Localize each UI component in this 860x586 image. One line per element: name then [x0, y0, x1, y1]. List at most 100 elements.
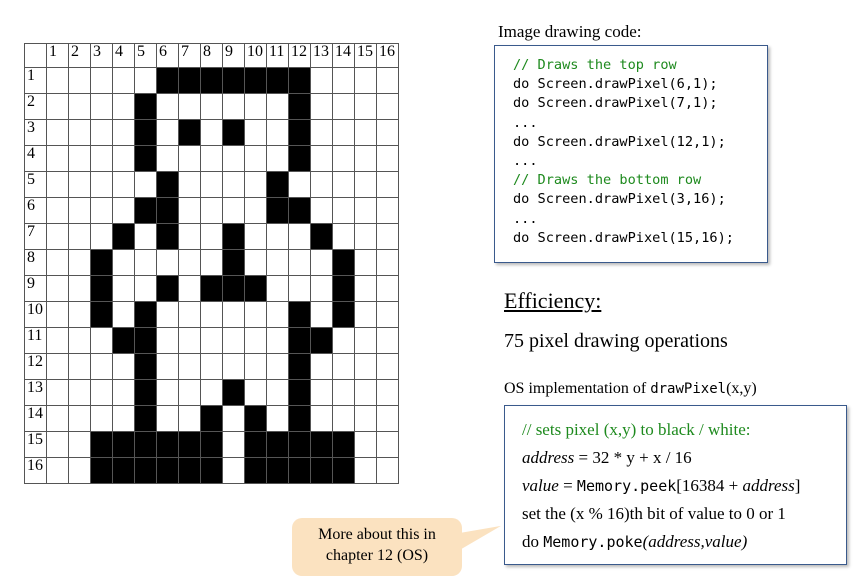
- column-header: 3: [90, 43, 113, 68]
- pixel-white: [354, 353, 377, 380]
- pixel-white: [222, 145, 245, 172]
- pixel-white: [46, 301, 69, 328]
- pixel-white: [200, 93, 223, 120]
- pixel-black: [310, 457, 333, 484]
- memory-peek-call: Memory.peek: [576, 477, 677, 495]
- pixel-white: [178, 327, 201, 354]
- pixel-white: [376, 353, 399, 380]
- pixel-white: [200, 327, 223, 354]
- pixel-white: [178, 171, 201, 198]
- pixel-black: [112, 457, 135, 484]
- pixel-white: [354, 223, 377, 250]
- pixel-white: [68, 379, 91, 406]
- pixel-black: [288, 301, 311, 328]
- pixel-white: [134, 223, 157, 250]
- column-header: 8: [200, 43, 223, 68]
- chapter-callout: More about this in chapter 12 (OS): [292, 518, 462, 576]
- pixel-black: [200, 457, 223, 484]
- pixel-white: [376, 67, 399, 94]
- pixel-black: [134, 93, 157, 120]
- row-header: 2: [24, 93, 47, 120]
- row-header: 7: [24, 223, 47, 250]
- pixel-white: [310, 379, 333, 406]
- pixel-black: [156, 223, 179, 250]
- pixel-white: [178, 93, 201, 120]
- pixel-white: [310, 275, 333, 302]
- os-label-func: drawPixel: [650, 381, 727, 397]
- pixel-white: [200, 119, 223, 146]
- pixel-white: [46, 67, 69, 94]
- pixel-white: [376, 145, 399, 172]
- pixel-white: [222, 405, 245, 432]
- pixel-white: [354, 275, 377, 302]
- pixel-white: [112, 405, 135, 432]
- pixel-white: [266, 275, 289, 302]
- pixel-black: [134, 353, 157, 380]
- pixel-white: [134, 275, 157, 302]
- pixel-black: [90, 457, 113, 484]
- os-value-line: value = Memory.peek[16384 + address]: [522, 472, 846, 500]
- pixel-white: [68, 93, 91, 120]
- pixel-white: [178, 275, 201, 302]
- pixel-white: [178, 379, 201, 406]
- pixel-white: [156, 379, 179, 406]
- pixel-black: [244, 431, 267, 458]
- pixel-black: [288, 431, 311, 458]
- pixel-black: [90, 431, 113, 458]
- pixel-white: [354, 249, 377, 276]
- row-header: 16: [24, 457, 47, 484]
- memory-poke-call: Memory.poke: [543, 533, 643, 551]
- pixel-white: [90, 327, 113, 354]
- code-line: ...: [513, 152, 538, 169]
- pixel-white: [156, 119, 179, 146]
- pixel-white: [200, 301, 223, 328]
- pixel-black: [288, 379, 311, 406]
- pixel-white: [90, 119, 113, 146]
- value-arg: [16384 +: [676, 476, 743, 495]
- pixel-white: [222, 301, 245, 328]
- pixel-white: [90, 197, 113, 224]
- code-line: ...: [513, 210, 538, 227]
- pixel-white: [376, 223, 399, 250]
- pixel-black: [200, 431, 223, 458]
- pixel-white: [244, 327, 267, 354]
- pixel-black: [134, 145, 157, 172]
- pixel-white: [46, 171, 69, 198]
- pixel-black: [288, 67, 311, 94]
- pixel-white: [354, 119, 377, 146]
- pixel-white: [222, 93, 245, 120]
- pixel-white: [376, 327, 399, 354]
- column-header: 16: [376, 43, 399, 68]
- row-header: 12: [24, 353, 47, 380]
- pixel-white: [68, 249, 91, 276]
- poke-args: (address,value): [642, 532, 748, 551]
- pixel-white: [112, 301, 135, 328]
- column-header: 9: [222, 43, 245, 68]
- pixel-black: [134, 119, 157, 146]
- pixel-white: [178, 249, 201, 276]
- pixel-black: [156, 431, 179, 458]
- pixel-white: [68, 67, 91, 94]
- pixel-white: [376, 275, 399, 302]
- pixel-white: [112, 93, 135, 120]
- pixel-black: [288, 145, 311, 172]
- value-eq: =: [558, 476, 577, 495]
- pixel-white: [68, 145, 91, 172]
- pixel-white: [332, 405, 355, 432]
- pixel-white: [68, 405, 91, 432]
- pixel-white: [266, 119, 289, 146]
- pixel-black: [266, 457, 289, 484]
- pixel-black: [90, 249, 113, 276]
- pixel-white: [90, 67, 113, 94]
- pixel-white: [46, 275, 69, 302]
- column-header: 2: [68, 43, 91, 68]
- code-line: do Screen.drawPixel(6,1);: [513, 76, 718, 93]
- pixel-white: [310, 119, 333, 146]
- pixel-black: [134, 457, 157, 484]
- pixel-white: [266, 405, 289, 432]
- efficiency-text: 75 pixel drawing operations: [504, 330, 728, 352]
- pixel-white: [310, 405, 333, 432]
- pixel-white: [266, 353, 289, 380]
- pixel-white: [332, 223, 355, 250]
- pixel-white: [46, 379, 69, 406]
